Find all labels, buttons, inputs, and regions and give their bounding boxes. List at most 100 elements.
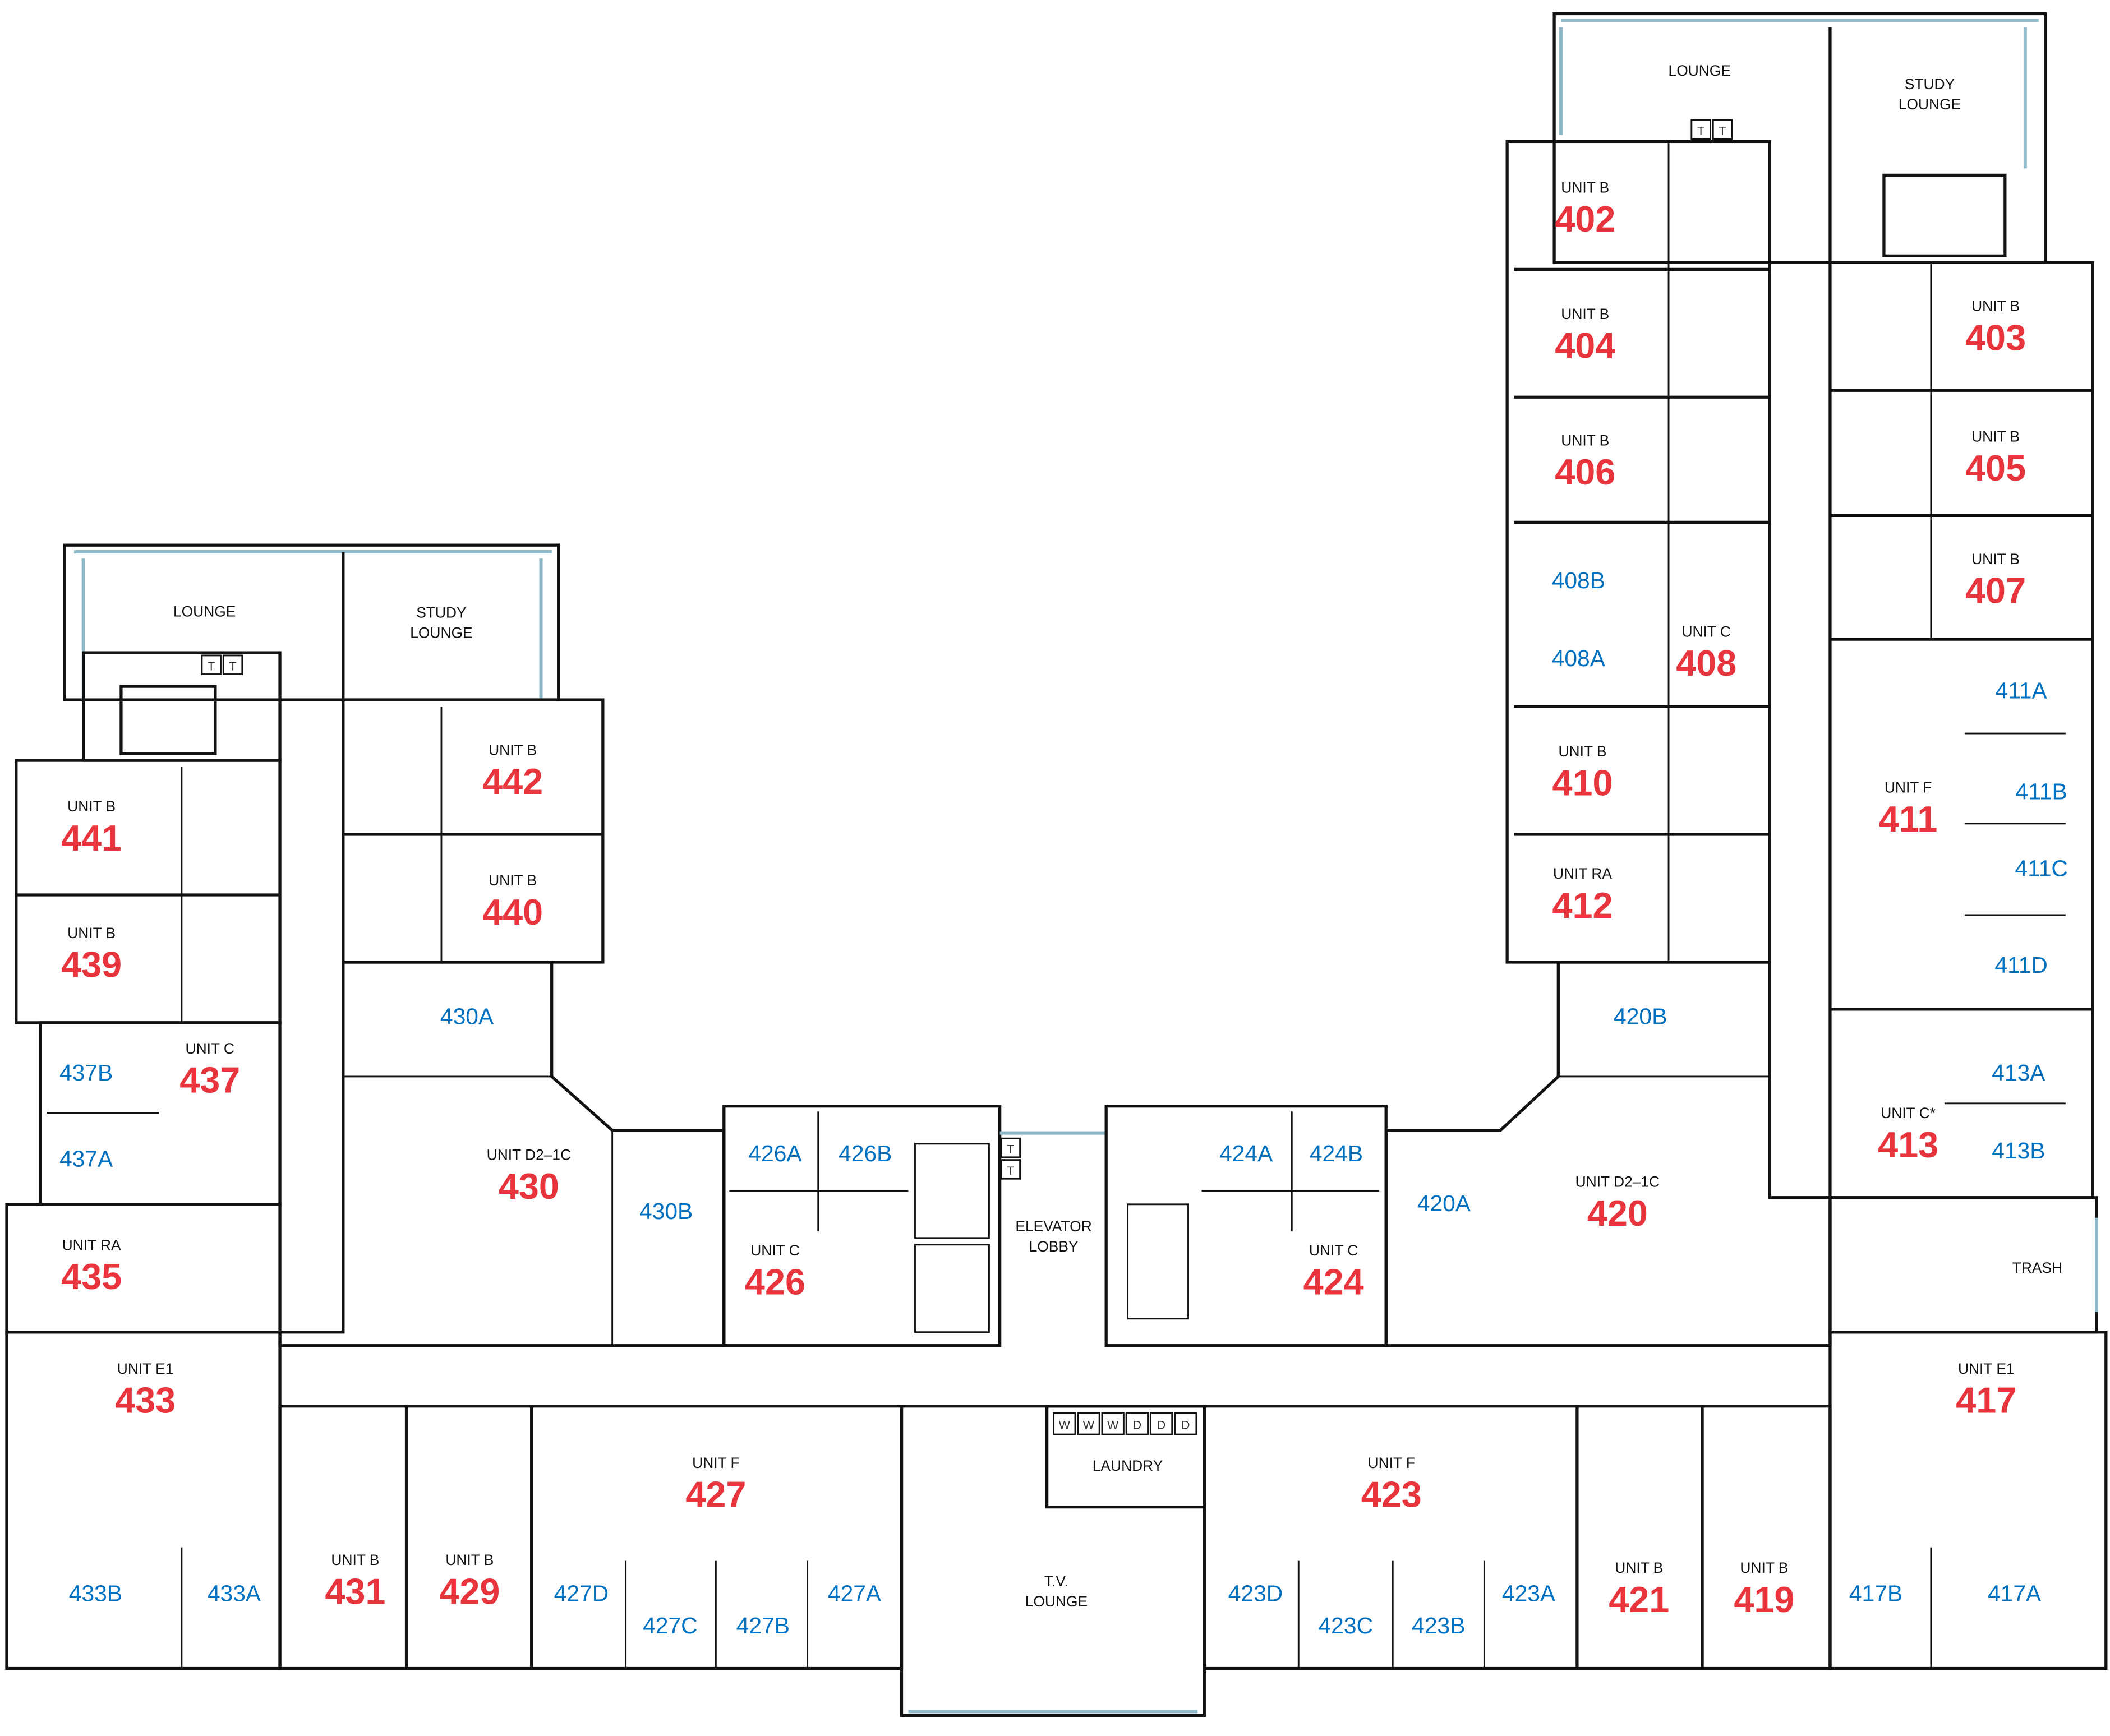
unit-type: UNIT B <box>445 1552 494 1568</box>
bedroom-label: 427C <box>643 1613 697 1638</box>
dryer: D <box>1157 1418 1166 1432</box>
t-marker: T <box>1007 1164 1014 1178</box>
elevator-lobby-label: ELEVATOR <box>1015 1218 1091 1235</box>
unit-type: UNIT C* <box>1881 1105 1936 1121</box>
bedroom-label: 413A <box>1992 1060 2045 1086</box>
t-marker: T <box>1007 1142 1014 1156</box>
unit-type: UNIT C <box>1309 1242 1358 1259</box>
unit-number: 430 <box>499 1166 559 1207</box>
elevator-lobby-label-2: LOBBY <box>1029 1238 1079 1255</box>
unit-number: 424 <box>1303 1262 1364 1303</box>
bedroom-label: 423A <box>1502 1581 1556 1606</box>
unit-number: 402 <box>1555 198 1615 239</box>
unit-type: UNIT RA <box>62 1236 121 1253</box>
t-marker: T <box>229 659 236 673</box>
walls <box>5 12 2108 1717</box>
bedroom-label: 420B <box>1614 1003 1667 1029</box>
washer: W <box>1059 1418 1071 1432</box>
unit-type: UNIT B <box>67 925 116 941</box>
unit-type: UNIT B <box>1561 179 1609 196</box>
unit-type: UNIT B <box>1615 1559 1663 1576</box>
bedroom-label: 424B <box>1310 1141 1363 1166</box>
washer: W <box>1083 1418 1095 1432</box>
unit-440: UNIT B 440 <box>482 872 543 932</box>
unit-439: UNIT B 439 <box>61 925 122 985</box>
unit-number: 413 <box>1878 1124 1938 1165</box>
unit-type: UNIT F <box>692 1455 740 1471</box>
unit-number: 426 <box>745 1262 805 1303</box>
t-marker: T <box>1719 123 1726 137</box>
bedroom-label: 417B <box>1849 1581 1902 1606</box>
bedroom-label: 411D <box>1994 952 2047 978</box>
bedroom-label: 433B <box>69 1581 122 1606</box>
unit-442: UNIT B 442 <box>482 741 543 802</box>
bedroom-label: 426B <box>839 1141 892 1166</box>
laundry-machines: W W W D D D <box>1053 1412 1197 1435</box>
unit-number: 435 <box>61 1256 122 1297</box>
unit-number: 407 <box>1965 570 2026 611</box>
unit-type: UNIT B <box>1971 298 2020 315</box>
trash-label: TRASH <box>2012 1259 2062 1276</box>
unit-type: UNIT D2–1C <box>487 1147 571 1164</box>
unit-type: UNIT C <box>186 1040 234 1057</box>
unit-number: 440 <box>482 892 543 932</box>
unit-number: 442 <box>482 761 543 802</box>
unit-type: UNIT B <box>489 872 537 889</box>
bedroom-label: 427D <box>554 1581 609 1606</box>
unit-number: 420 <box>1587 1193 1648 1234</box>
laundry-label: LAUNDRY <box>1093 1457 1163 1474</box>
bedroom-label: 411B <box>2016 779 2067 805</box>
bedroom-label: 408A <box>1552 645 1606 671</box>
unit-type: UNIT B <box>67 798 116 815</box>
bedroom-label: 408B <box>1552 567 1605 593</box>
unit-402: UNIT B 402 <box>1555 179 1615 240</box>
unit-number: 439 <box>61 944 122 985</box>
unit-number: 437 <box>179 1060 240 1101</box>
unit-number: 431 <box>325 1571 385 1612</box>
unit-type: UNIT B <box>1971 551 2020 567</box>
unit-type: UNIT E1 <box>1958 1360 2015 1377</box>
unit-number: 423 <box>1361 1474 1422 1515</box>
bedroom-label: 433A <box>208 1581 261 1606</box>
unit-number: 412 <box>1552 885 1613 926</box>
t-marker: T <box>208 659 215 673</box>
unit-435: UNIT RA 435 <box>61 1236 122 1297</box>
unit-type: UNIT B <box>489 741 537 758</box>
bedroom-label: 411A <box>1996 678 2048 704</box>
bedroom-label: 413B <box>1992 1138 2045 1164</box>
study-lounge-west-label: STUDY <box>416 604 467 621</box>
unit-number: 441 <box>61 818 122 858</box>
bedroom-label: 423B <box>1412 1613 1465 1638</box>
washer: W <box>1107 1418 1119 1432</box>
bedroom-label: 423D <box>1228 1581 1283 1606</box>
lounge-north-label: LOUNGE <box>1669 62 1731 79</box>
bedroom-label: 427A <box>828 1581 882 1606</box>
unit-number: 403 <box>1965 317 2026 358</box>
bedroom-label: 437B <box>59 1060 113 1086</box>
unit-type: UNIT B <box>1740 1559 1788 1576</box>
unit-number: 406 <box>1555 451 1615 492</box>
dryer: D <box>1133 1418 1142 1432</box>
tv-lounge-label-2: LOUNGE <box>1025 1593 1088 1610</box>
unit-number: 408 <box>1676 643 1736 684</box>
unit-number: 410 <box>1552 762 1613 803</box>
unit-type: UNIT B <box>1561 306 1609 322</box>
bedroom-label: 430B <box>639 1198 693 1224</box>
unit-413: UNIT C* 413 413A 413B <box>1878 1060 2045 1165</box>
bedroom-label: 427B <box>736 1613 790 1638</box>
bedroom-label: 430A <box>440 1003 494 1029</box>
unit-type: UNIT C <box>750 1242 799 1259</box>
bedroom-label: 411C <box>2015 855 2067 881</box>
